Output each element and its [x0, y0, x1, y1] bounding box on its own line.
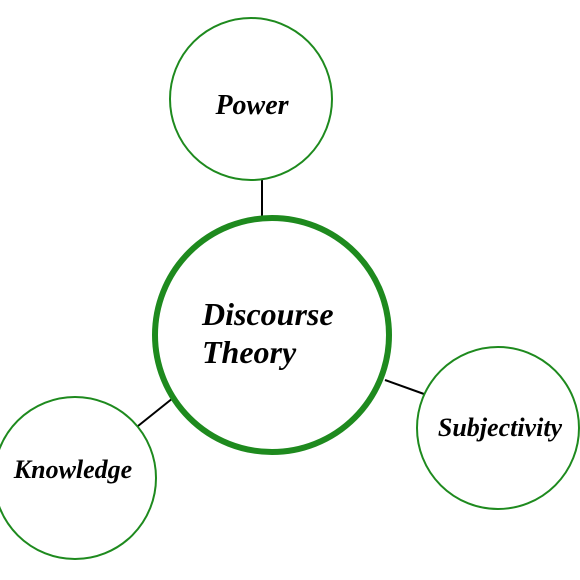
power-node-circle: [169, 17, 333, 181]
knowledge-node-circle: [0, 396, 157, 560]
power-node: Power: [169, 17, 333, 181]
power-node-label: Power: [214, 90, 289, 121]
subjectivity-node: Subjectivity: [416, 346, 580, 510]
connector-subjectivity: [384, 379, 425, 395]
subjectivity-node-circle: [416, 346, 580, 510]
central-node-label-line1: Discourse: [201, 296, 334, 332]
knowledge-node: Knowledge: [0, 396, 157, 560]
subjectivity-node-label: Subjectivity: [438, 413, 563, 442]
knowledge-node-label: Knowledge: [13, 455, 132, 484]
central-node: Discourse Theory: [152, 215, 392, 455]
connector-knowledge: [137, 397, 174, 427]
central-node-circle: [152, 215, 392, 455]
central-node-label-line2: Theory: [202, 334, 297, 370]
